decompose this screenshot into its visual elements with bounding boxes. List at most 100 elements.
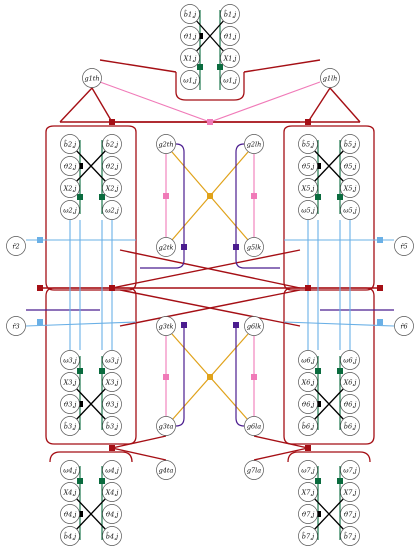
x-link (193, 17, 227, 55)
node-label: ω2,j (105, 207, 119, 215)
node-circle (102, 416, 122, 436)
node-g6lk: g6lk (244, 316, 264, 336)
node-label: ϑ4,j (106, 511, 119, 519)
node-circle (394, 236, 414, 256)
node-b7r: b̂7,j (340, 526, 360, 546)
purple-connections (26, 143, 394, 427)
factor-squares (37, 33, 383, 517)
node-t6l: ϑ6,j (298, 394, 318, 414)
node-t5r: ϑ5,j (340, 156, 360, 176)
node-label: ϑ1,j (224, 33, 237, 41)
node-circle (82, 68, 102, 88)
node-g2tk: g2tk (156, 237, 176, 257)
red-link (307, 87, 331, 123)
node-t2l: ϑ2,j (60, 156, 80, 176)
node-circle (340, 526, 360, 546)
node-t4r: ϑ4,j (102, 504, 122, 524)
node-w3r: ω3,j (102, 350, 122, 370)
node-w4r: ω4,j (102, 460, 122, 480)
node-circle (60, 416, 80, 436)
purple-link (175, 326, 185, 427)
node-label: X1,j (223, 55, 237, 63)
node-w2r: ω2,j (102, 200, 122, 220)
factor-square (37, 237, 43, 243)
node-b7l: b̂7,j (298, 526, 318, 546)
node-label: g6la (247, 423, 261, 431)
factor-square (37, 319, 43, 325)
blue-link (283, 321, 395, 327)
x-link (311, 495, 347, 533)
node-w5r: ω5,j (340, 200, 360, 220)
purple-link (140, 143, 185, 269)
node-circle (320, 68, 340, 88)
red-connections (40, 59, 380, 461)
factor-square (233, 322, 239, 328)
node-label: b̂5,j (344, 138, 356, 148)
node-circle (156, 134, 176, 154)
node-label: b̂1,j (224, 8, 236, 18)
factor-square (337, 194, 343, 200)
node-circle (298, 134, 318, 154)
factor-square (305, 285, 311, 291)
node-label: X5,j (301, 185, 315, 193)
x-link (311, 385, 347, 423)
node-circle (298, 156, 318, 176)
blue-connections (25, 220, 395, 350)
pink-connections (99, 81, 321, 416)
node-label: g4ta (159, 467, 174, 475)
factor-square (315, 194, 321, 200)
factor-square (181, 244, 187, 250)
factor-square (99, 368, 105, 374)
factor-square (315, 401, 321, 407)
node-label: X4,j (63, 489, 77, 497)
node-label: b̂5,j (302, 138, 314, 148)
node-circle (244, 237, 264, 257)
factor-square (377, 319, 383, 325)
factor-square (77, 511, 83, 517)
node-x7l: X7,j (298, 482, 318, 502)
node-w6l: ω6,j (298, 350, 318, 370)
node-circle (298, 416, 318, 436)
node-circle (102, 526, 122, 546)
node-label: g5lk (247, 244, 261, 252)
node-circle (298, 394, 318, 414)
black-x-connections (73, 17, 347, 533)
node-circle (220, 26, 240, 46)
node-circle (340, 504, 360, 524)
node-x6r: X6,j (340, 372, 360, 392)
factor-square (315, 368, 321, 374)
node-circle (102, 372, 122, 392)
x-link (73, 495, 109, 533)
node-circle (102, 482, 122, 502)
factor-square (315, 478, 321, 484)
node-label: X2,j (105, 185, 119, 193)
factor-square (77, 194, 83, 200)
node-r2: r̂2 (6, 236, 26, 256)
node-label: X5,j (343, 185, 357, 193)
node-r6: r̂6 (394, 316, 414, 336)
node-circle (156, 237, 176, 257)
red-link (243, 59, 321, 73)
node-circle (340, 350, 360, 370)
node-label: r̂2 (12, 242, 19, 251)
factor-square (109, 119, 115, 125)
factor-square (305, 445, 311, 451)
node-t2r: ϑ2,j (102, 156, 122, 176)
node-circle (340, 178, 360, 198)
factor-square (77, 401, 83, 407)
node-t7l: ϑ7,j (298, 504, 318, 524)
node-circle (244, 134, 264, 154)
node-b4l: b̂4,j (60, 526, 80, 546)
node-b2r: b̂2,j (102, 134, 122, 154)
node-circle (298, 200, 318, 220)
node-circle (298, 482, 318, 502)
node-circle (298, 178, 318, 198)
node-label: g2tk (159, 244, 174, 252)
node-circle (340, 482, 360, 502)
node-label: r̂6 (400, 322, 407, 331)
node-circle (298, 504, 318, 524)
node-label: g1th (84, 75, 99, 83)
factor-square (233, 244, 239, 250)
node-label: g7la (247, 467, 261, 475)
